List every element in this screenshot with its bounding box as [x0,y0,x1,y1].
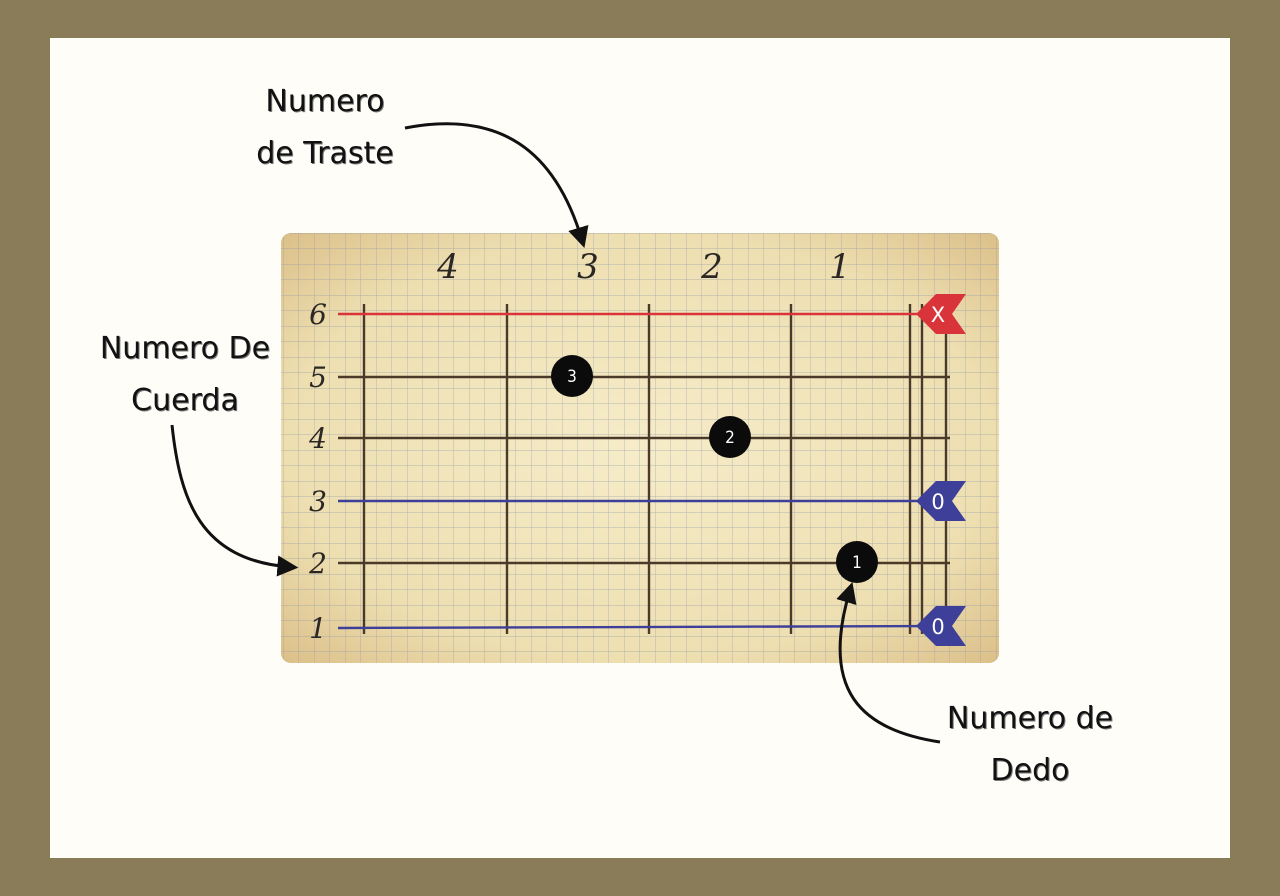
callout-fret-line1: Numero [265,84,385,119]
string-number-label: 3 [309,485,327,518]
fret-number-label: 1 [829,247,851,287]
string-number-label: 4 [308,422,327,455]
finger-dot-number: 3 [567,367,577,387]
string-number-label: 5 [309,361,327,394]
finger-dot-number: 1 [852,553,862,573]
open-marker-symbol: X [931,303,945,327]
open-string-markers: X 0 0 [916,294,966,646]
string-line [337,624,951,630]
callout-finger-line1: Numero de [946,701,1114,736]
arrow-finger [836,581,941,744]
open-marker-symbol: 0 [931,615,944,639]
open-marker-flag [916,481,966,521]
callout-string-line1: Numero De [99,331,271,366]
fret-number-label: 2 [700,247,723,287]
fret-number-label: 3 [577,247,599,287]
string-number-label: 1 [309,612,327,645]
callout-arrows [170,122,941,744]
finger-dots: 3 2 1 [551,355,878,583]
finger-dot [836,541,878,583]
finger-dot [551,355,593,397]
callout-finger-line2: Dedo [990,753,1070,788]
callout-string-number: Numero De Cuerda [60,323,310,427]
callout-finger-number: Numero de Dedo [920,693,1140,797]
fret-numbers: 4 3 2 1 [436,247,851,287]
arrow-fret [404,122,589,249]
fret-lines [362,304,948,634]
fret-number-label: 4 [436,247,459,287]
string-number-label: 2 [308,547,327,580]
string-number-label: 6 [309,298,327,331]
arrow-string [170,424,299,577]
finger-dot [709,416,751,458]
graph-paper [281,233,999,663]
callout-fret-number: Numero de Traste [240,76,410,180]
callout-string-line2: Cuerda [131,383,239,418]
open-marker-flag [916,606,966,646]
open-marker-symbol: 0 [931,490,944,514]
string-numbers: 6 5 4 3 2 1 [308,298,327,645]
callout-fret-line2: de Traste [256,136,394,171]
finger-dot-number: 2 [725,428,735,448]
open-marker-flag [916,294,966,334]
